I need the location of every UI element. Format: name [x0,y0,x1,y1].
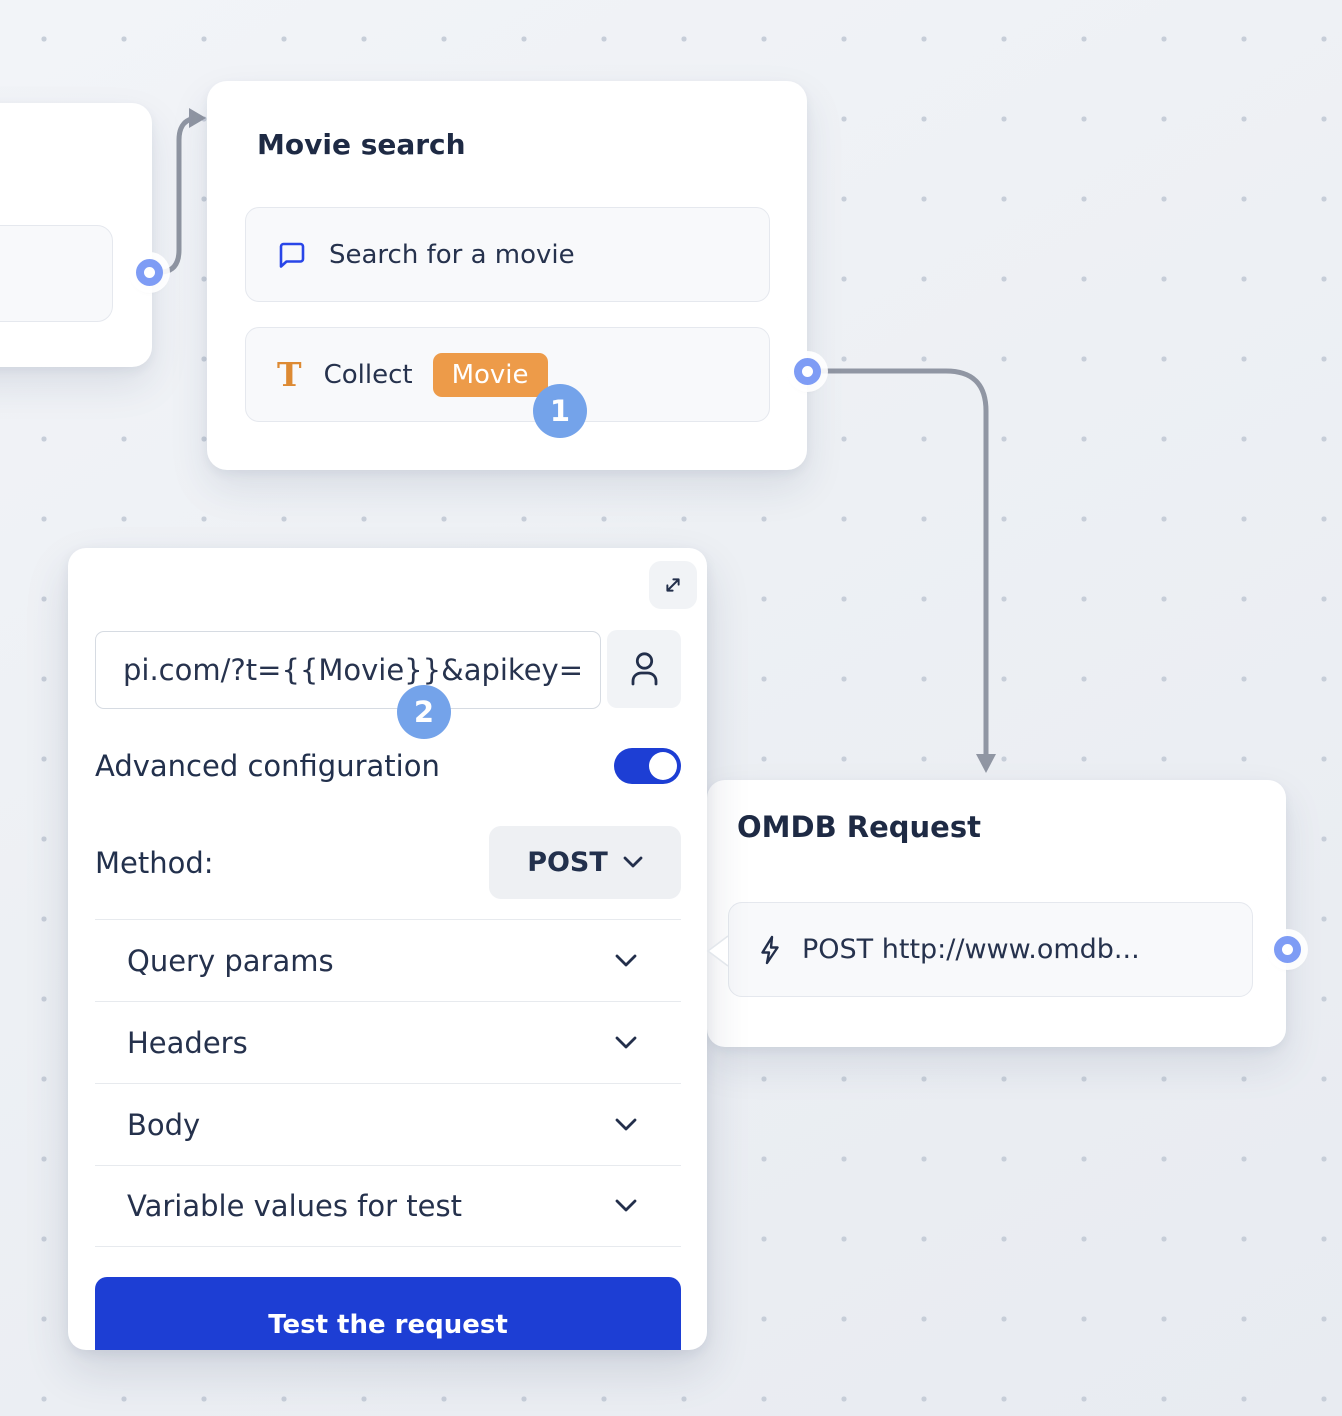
chevron-down-icon [615,1118,637,1130]
step-badge-1: 1 [533,384,587,438]
section-variable-values[interactable]: Variable values for test [95,1165,681,1247]
method-row: Method: POST [95,826,681,899]
chat-bubble-icon [279,242,305,268]
section-label: Query params [127,943,334,978]
section-body[interactable]: Body [95,1083,681,1165]
omdb-request-node-card[interactable]: OMDB Request POST http://www.omdb... [707,780,1286,1047]
chevron-down-icon [615,1199,637,1212]
chevron-down-icon [615,954,637,966]
webhook-config-panel: 2 Advanced configuration Method: POST Qu… [68,548,707,1350]
advanced-configuration-row: Advanced configuration [95,744,681,788]
variable-badge[interactable]: Movie [432,352,548,397]
toggle-knob [649,752,677,780]
method-label: Method: [95,845,214,880]
test-request-button[interactable]: Test the request [95,1277,681,1350]
advanced-configuration-toggle[interactable] [614,748,681,784]
connector-arrow-1 [189,108,206,128]
block-label: POST http://www.omdb... [802,934,1140,965]
url-input[interactable] [95,631,601,709]
user-icon [631,652,657,686]
output-port-omdb-request[interactable] [1274,936,1301,963]
node-title: Movie search [257,128,466,161]
connector-path-1 [157,115,200,275]
node-title: OMDB Request [737,810,981,844]
connector-arrow-2 [976,754,996,773]
step-badge-2: 2 [397,685,451,739]
chevron-down-icon [615,1036,637,1048]
previous-node-item[interactable] [0,225,113,322]
section-label: Body [127,1107,201,1142]
user-button[interactable] [607,630,681,708]
block-send-message[interactable]: Search for a movie [245,207,770,302]
block-label: Collect [323,359,413,390]
chevron-down-icon [623,856,643,868]
lightning-icon [761,935,779,964]
panel-pointer-caret [706,935,729,967]
section-query-params[interactable]: Query params [95,919,681,1001]
section-headers[interactable]: Headers [95,1001,681,1083]
block-collect-input[interactable]: T Collect Movie [245,327,770,422]
method-value: POST [527,847,608,878]
output-port-movie-search[interactable] [794,358,821,385]
block-webhook-request[interactable]: POST http://www.omdb... [728,902,1253,997]
block-label: Search for a movie [329,239,575,270]
method-select[interactable]: POST [489,826,681,899]
output-port-previous-node[interactable] [136,259,163,286]
text-T-icon: T [277,355,302,394]
expand-icon [666,578,680,592]
previous-node-card[interactable] [0,103,152,367]
connector-path-2 [819,368,989,757]
advanced-configuration-label: Advanced configuration [95,749,440,783]
section-label: Headers [127,1025,248,1060]
movie-search-node-card[interactable]: Movie search Search for a movie T Collec… [207,81,807,470]
config-sections: Query params Headers Body Variable value… [95,919,681,1247]
section-label: Variable values for test [127,1189,462,1223]
expand-button[interactable] [649,561,697,609]
